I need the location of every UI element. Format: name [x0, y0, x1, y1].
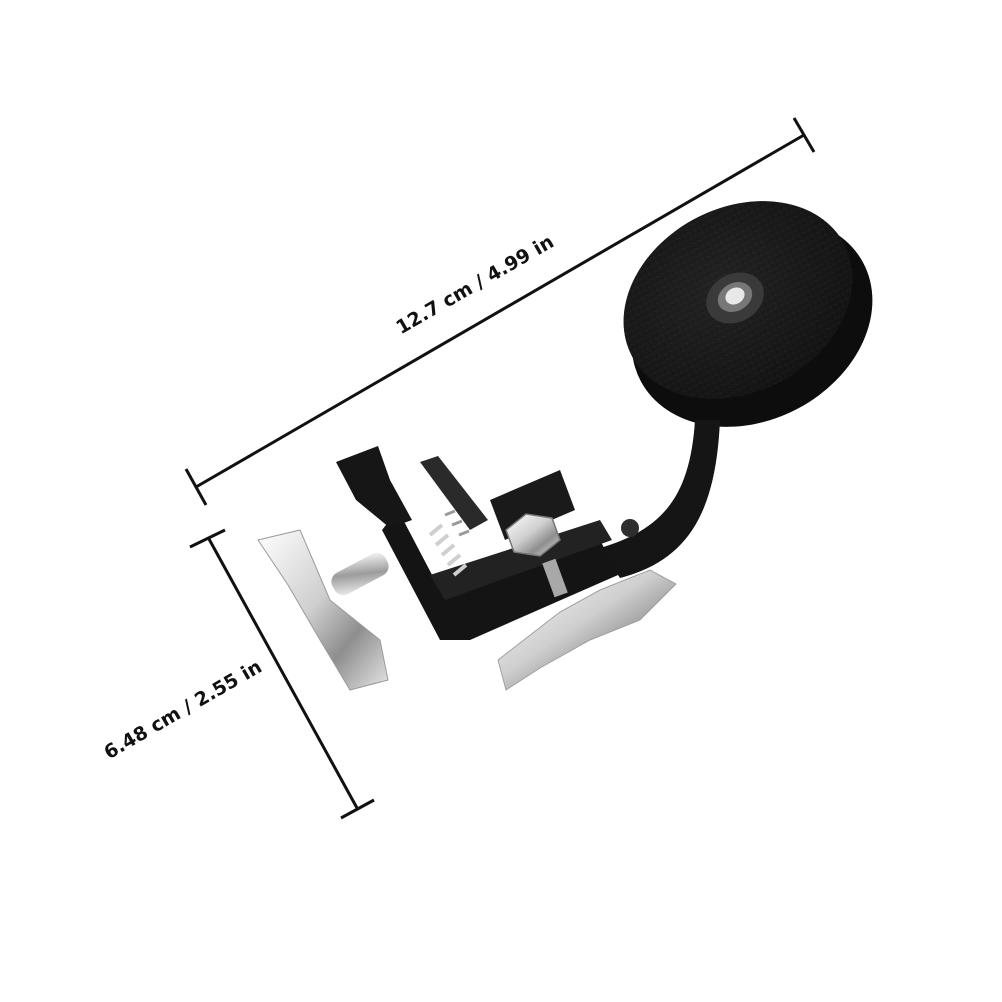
- upper-jaw: [336, 446, 412, 528]
- bottom-wing-nut: [497, 558, 677, 691]
- length-label: 12.7 cm / 4.99 in: [392, 231, 557, 339]
- height-dimension: 6.48 cm / 2.55 in: [100, 528, 375, 820]
- hex-nut: [505, 513, 561, 557]
- length-dimension-line: [195, 133, 805, 489]
- height-dimension-tick-top: [189, 528, 226, 549]
- length-dimension-tick-right: [792, 117, 816, 153]
- felt-washer: [623, 201, 873, 427]
- support-arm: [600, 420, 720, 578]
- cymbal-holder-clamp: [257, 201, 873, 691]
- left-wing-screw: [257, 529, 389, 691]
- length-dimension-tick-left: [184, 468, 208, 506]
- tension-spring: [428, 509, 470, 577]
- height-dimension-tick-bottom: [340, 798, 375, 820]
- height-label: 6.48 cm / 2.55 in: [100, 656, 265, 764]
- height-dimension-line: [207, 538, 359, 809]
- bracket-hole: [621, 519, 639, 537]
